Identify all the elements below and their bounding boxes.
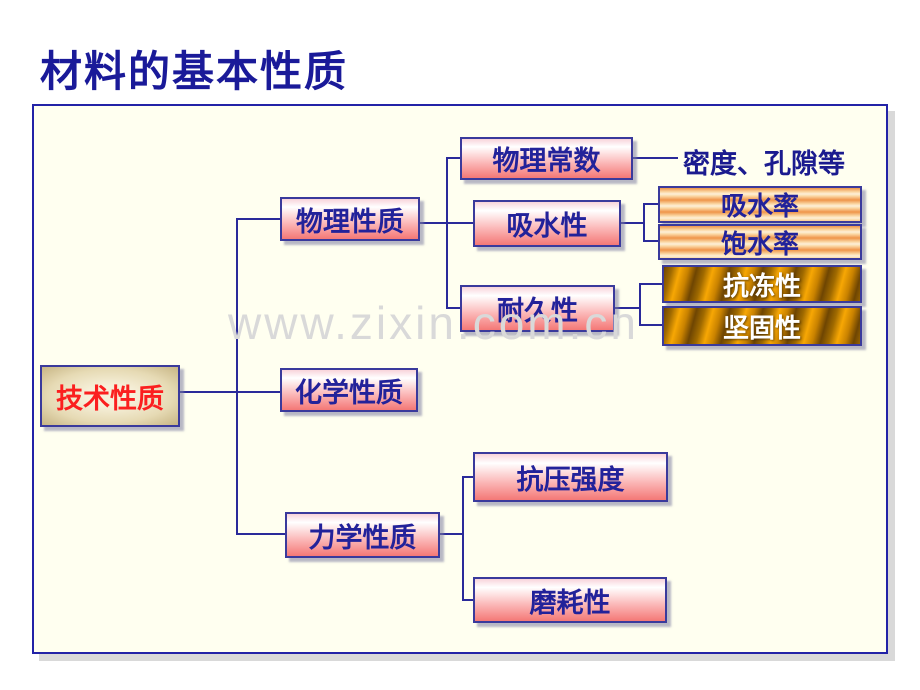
node-saturation-rate-label: 饱水率 <box>720 228 799 259</box>
connector-branch-saturation-rate <box>643 240 658 242</box>
connector-branch-mechanical <box>236 533 285 535</box>
connector-root-chemical <box>180 391 280 393</box>
node-mechanical-properties-label: 力学性质 <box>308 522 417 553</box>
node-durability-label: 耐久性 <box>497 296 578 326</box>
node-frost-resistance: 抗冻性 <box>662 265 862 303</box>
connector-branch-soundness <box>639 324 662 326</box>
page-title: 材料的基本性质 <box>40 48 349 95</box>
node-compressive-strength: 抗压强度 <box>473 452 668 502</box>
node-mechanical-properties: 力学性质 <box>285 512 440 558</box>
node-saturation-rate: 饱水率 <box>658 224 862 260</box>
node-chemical-properties: 化学性质 <box>280 368 418 412</box>
connector-branch-physical <box>236 218 280 220</box>
connector-trunk-physical <box>446 157 448 309</box>
node-absorption-rate: 吸水率 <box>658 186 862 223</box>
node-frost-resistance-label: 抗冻性 <box>722 270 801 301</box>
node-absorption-rate-label: 吸水率 <box>720 191 799 221</box>
connector-bracket-durability <box>639 283 641 326</box>
node-compressive-strength-label: 抗压强度 <box>516 464 625 495</box>
connector-branch-absorption-rate <box>643 203 658 205</box>
node-soundness-label: 坚固性 <box>722 312 801 343</box>
node-durability: 耐久性 <box>460 285 615 332</box>
connector-branch-compressive <box>462 476 473 478</box>
connector-branch-abrasion <box>462 599 473 601</box>
node-water-absorption-label: 吸水性 <box>506 211 588 241</box>
connector-branch-physconst <box>446 157 460 159</box>
node-chemical-properties-label: 化学性质 <box>295 377 403 408</box>
node-physical-constants-label: 物理常数 <box>492 146 601 176</box>
node-water-absorption: 吸水性 <box>473 200 621 247</box>
density-porosity-note: 密度、孔隙等 <box>683 149 845 179</box>
connector-absorption-bracket <box>621 222 643 224</box>
connector-mechanical-bracket <box>440 533 462 535</box>
connector-branch-durability <box>446 307 460 309</box>
connector-trunk-main <box>236 218 238 535</box>
connector-bracket-absorption <box>643 203 645 242</box>
node-soundness: 坚固性 <box>662 306 862 346</box>
connector-branch-frost <box>639 283 662 285</box>
node-technical-properties: 技术性质 <box>40 365 180 427</box>
connector-durability-bracket <box>615 307 639 309</box>
node-abrasion-resistance: 磨耗性 <box>473 577 667 623</box>
node-physical-constants: 物理常数 <box>460 137 633 180</box>
node-technical-properties-label: 技术性质 <box>56 383 164 414</box>
connector-bracket-mechanical <box>462 476 464 601</box>
node-abrasion-resistance-label: 磨耗性 <box>529 587 611 618</box>
node-physical-properties-label: 物理性质 <box>296 206 404 237</box>
connector-physconst-note <box>633 157 678 159</box>
node-physical-properties: 物理性质 <box>280 197 420 241</box>
